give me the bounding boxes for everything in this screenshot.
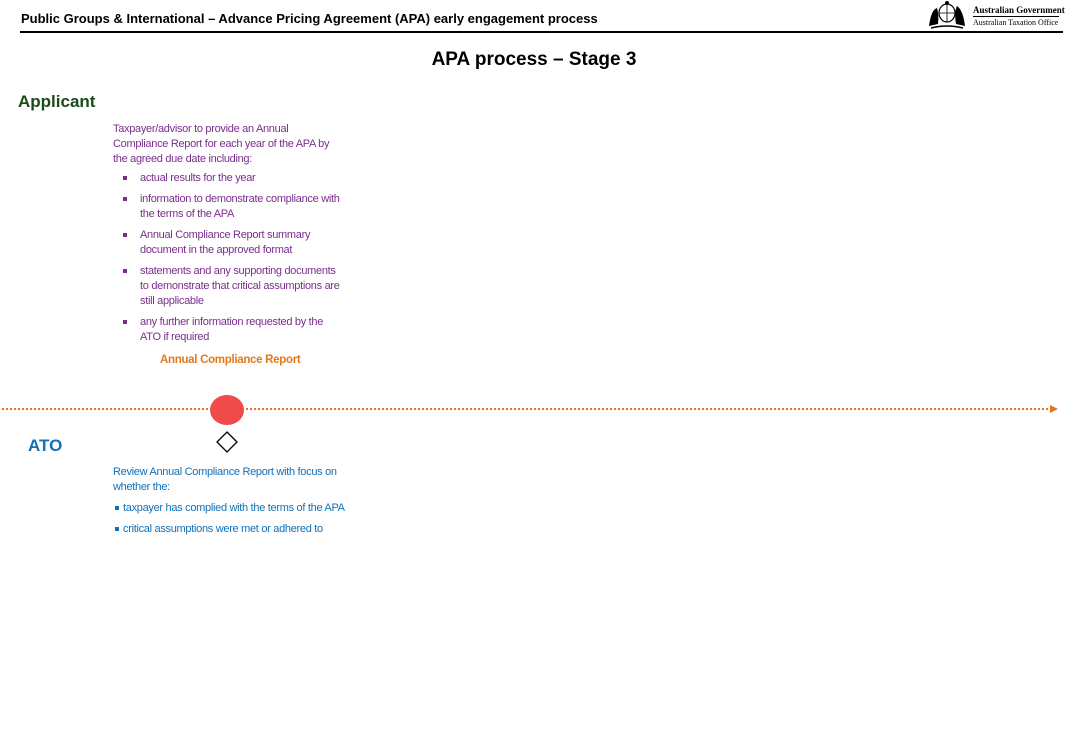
bullet-icon — [123, 233, 127, 237]
list-item: Annual Compliance Report summary documen… — [113, 228, 343, 258]
list-item-text: taxpayer has complied with the terms of … — [123, 502, 345, 514]
list-item-text: any further information requested by the… — [140, 316, 324, 343]
list-item: any further information requested by the… — [113, 315, 343, 345]
applicant-list: actual results for the year information … — [113, 171, 343, 345]
header-title: Public Groups & International – Advance … — [21, 11, 598, 26]
list-item: taxpayer has complied with the terms of … — [113, 501, 353, 516]
applicant-block: Taxpayer/advisor to provide an Annual Co… — [113, 122, 343, 351]
applicant-label: Applicant — [18, 92, 96, 111]
list-item: statements and any supporting documents … — [113, 264, 343, 309]
page-title: APA process – Stage 3 — [431, 49, 637, 70]
ato-list: taxpayer has complied with the terms of … — [113, 501, 353, 537]
bullet-icon — [115, 527, 119, 531]
ato-label: ATO — [28, 436, 63, 455]
list-item: critical assumptions were met or adhered… — [113, 522, 353, 537]
bullet-icon — [123, 320, 127, 324]
bullet-icon — [123, 269, 127, 273]
red-circle-milestone-icon — [210, 395, 244, 425]
coat-of-arms-icon — [929, 1, 965, 29]
list-item-text: critical assumptions were met or adhered… — [123, 523, 323, 535]
header-rule — [20, 31, 1063, 33]
diamond-decision-icon — [216, 431, 238, 453]
list-item: actual results for the year — [113, 171, 343, 186]
ato-block: Review Annual Compliance Report with foc… — [113, 465, 353, 543]
bullet-icon — [123, 176, 127, 180]
applicant-intro: Taxpayer/advisor to provide an Annual Co… — [113, 123, 330, 165]
bullet-icon — [115, 506, 119, 510]
list-item: information to demonstrate compliance wi… — [113, 192, 343, 222]
annual-compliance-report-label: Annual Compliance Report — [160, 354, 301, 366]
logo-divider — [973, 16, 1059, 17]
arrowhead-icon — [1050, 405, 1058, 413]
list-item-text: information to demonstrate compliance wi… — [140, 193, 340, 220]
process-timeline — [2, 405, 1058, 413]
ato-logo: Australian Government Australian Taxatio… — [925, 0, 1065, 30]
bullet-icon — [123, 197, 127, 201]
logo-agency-text: Australian Taxation Office — [973, 18, 1059, 27]
logo-government-text: Australian Government — [973, 5, 1065, 15]
ato-intro: Review Annual Compliance Report with foc… — [113, 466, 337, 493]
list-item-text: Annual Compliance Report summary documen… — [140, 229, 311, 256]
list-item-text: actual results for the year — [140, 172, 256, 184]
list-item-text: statements and any supporting documents … — [140, 265, 340, 307]
